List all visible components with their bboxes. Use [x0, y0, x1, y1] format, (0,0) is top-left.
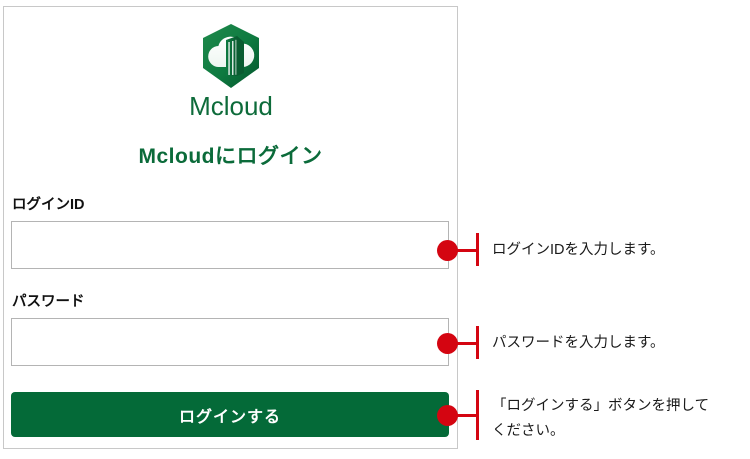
svg-text:Mcloud: Mcloud — [189, 91, 273, 121]
callout-dot-submit — [437, 405, 458, 426]
login-form: ログインID パスワード ログインする — [11, 195, 451, 437]
page-title: Mcloudにログイン — [138, 145, 323, 168]
login-submit-button[interactable]: ログインする — [11, 392, 449, 437]
callout-tick-submit — [476, 390, 479, 440]
callout-line-submit — [452, 414, 479, 417]
callout-dot-login-id — [437, 240, 458, 261]
brand-logo: Mcloud — [4, 23, 457, 121]
password-input[interactable] — [11, 318, 449, 366]
login-id-label: ログインID — [12, 197, 85, 213]
mcloud-wordmark-icon: Mcloud — [189, 91, 273, 121]
annotation-submit: 「ログインする」ボタンを押して ください。 — [492, 394, 709, 444]
mcloud-shield-cloud-icon — [202, 24, 259, 88]
annotation-submit-line2: ください。 — [492, 423, 565, 439]
callout-line-login-id — [452, 249, 479, 252]
callout-tick-login-id — [476, 233, 479, 266]
field-login-id: ログインID — [11, 195, 451, 269]
callout-line-password — [452, 342, 479, 345]
field-password: パスワード — [11, 292, 451, 366]
annotation-login-id: ログインIDを入力します。 — [492, 242, 665, 258]
annotation-submit-line1: 「ログインする」ボタンを押して — [492, 398, 710, 414]
login-id-input[interactable] — [11, 221, 449, 269]
annotation-password: パスワードを入力します。 — [492, 335, 665, 351]
login-card: Mcloud Mcloudにログイン ログインID パスワード ログインする — [3, 6, 458, 449]
password-label: パスワード — [12, 294, 85, 310]
callout-dot-password — [437, 333, 458, 354]
callout-tick-password — [476, 326, 479, 359]
